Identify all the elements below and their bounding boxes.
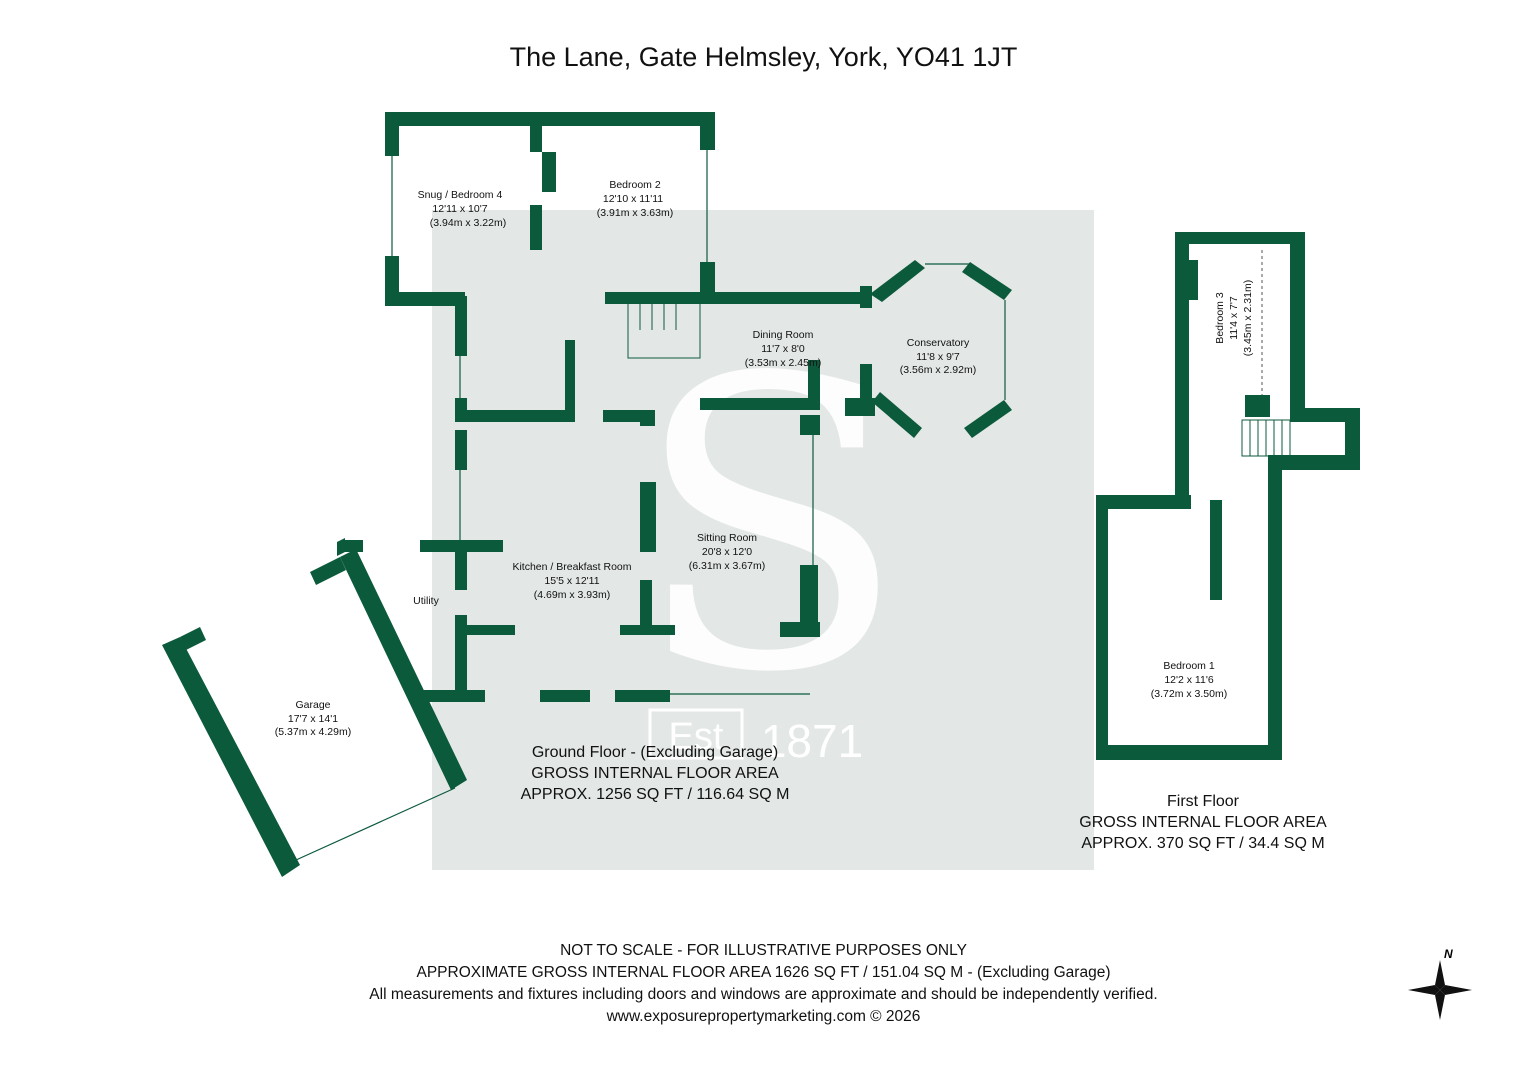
room-conservatory-metric: (3.56m x 2.92m) <box>900 364 976 376</box>
room-sitting-metric: (6.31m x 3.67m) <box>689 560 765 572</box>
room-bedroom3-metric: (3.45m x 2.31m) <box>1242 280 1254 356</box>
first-floor-caption-1: First Floor <box>1167 793 1239 810</box>
room-bedroom2-metric: (3.91m x 3.63m) <box>597 207 673 219</box>
watermark-est-box <box>648 708 744 760</box>
room-conservatory-name: Conservatory <box>907 337 970 349</box>
room-dining-metric: (3.53m x 2.45m) <box>745 357 821 369</box>
ground-floor-area: Ground Floor - (Excluding Garage) GROSS … <box>520 742 790 805</box>
room-garage-metric: (5.37m x 4.29m) <box>275 726 351 738</box>
disclaimer-footer: NOT TO SCALE - FOR ILLUSTRATIVE PURPOSES… <box>0 940 1527 1028</box>
ground-floor-caption-2: GROSS INTERNAL FLOOR AREA <box>531 765 779 782</box>
room-bedroom1-name: Bedroom 1 <box>1163 660 1215 672</box>
footer-line-4: www.exposurepropertymarketing.com © 2026 <box>606 1008 921 1025</box>
first-floor-caption-2: GROSS INTERNAL FLOOR AREA <box>1079 814 1327 831</box>
room-utility-name: Utility <box>413 595 439 607</box>
room-garage-dims: 17'7 x 14'1 <box>288 713 338 725</box>
room-dining-dims: 11'7 x 8'0 <box>761 343 805 355</box>
windows <box>295 150 1260 861</box>
page-title: The Lane, Gate Helmsley, York, YO41 1JT <box>509 42 1018 72</box>
footer-line-3: All measurements and fixtures including … <box>369 986 1158 1003</box>
footer-line-2: APPROXIMATE GROSS INTERNAL FLOOR AREA 16… <box>416 964 1111 981</box>
room-conservatory-dims: 11'8 x 9'7 <box>916 351 960 363</box>
room-bedroom3-dims: 11'4 x 7'7 <box>1228 296 1240 340</box>
room-dining-name: Dining Room <box>753 329 814 341</box>
room-bedroom3-name: Bedroom 3 <box>1214 292 1226 344</box>
room-snug-dims: 12'11 x 10'7 <box>432 203 487 215</box>
room-sitting-dims: 20'8 x 12'0 <box>702 546 752 558</box>
ground-floor-caption-3: APPROX. 1256 SQ FT / 116.64 SQ M <box>520 786 790 803</box>
room-garage-name: Garage <box>295 699 330 711</box>
watermark-year: 1871 <box>761 715 863 767</box>
north-arrow-icon: N <box>1408 947 1472 1020</box>
room-bedroom1-dims: 12'2 x 11'6 <box>1164 674 1214 686</box>
stairs <box>627 299 1291 457</box>
room-snug-name: Snug / Bedroom 4 <box>418 189 503 201</box>
watermark-background <box>432 210 1094 870</box>
room-sitting-name: Sitting Room <box>697 532 757 544</box>
room-kitchen-name: Kitchen / Breakfast Room <box>512 561 631 573</box>
ground-floor-caption-1: Ground Floor - (Excluding Garage) <box>531 744 779 761</box>
room-kitchen-dims: 15'5 x 12'11 <box>544 575 599 587</box>
room-labels: Snug / Bedroom 4 12'11 x 10'7 (3.94m x 3… <box>275 179 1254 738</box>
compass-label: N <box>1444 947 1453 961</box>
watermark-est: Est <box>669 716 724 758</box>
first-floor-caption-3: APPROX. 370 SQ FT / 34.4 SQ M <box>1081 835 1325 852</box>
first-floor-area: First Floor GROSS INTERNAL FLOOR AREA AP… <box>1078 791 1328 854</box>
footer-line-1: NOT TO SCALE - FOR ILLUSTRATIVE PURPOSES… <box>560 942 967 959</box>
room-bedroom2-dims: 12'10 x 11'11 <box>603 193 663 205</box>
room-kitchen-metric: (4.69m x 3.93m) <box>534 589 610 601</box>
walls-ground-floor <box>162 112 1012 877</box>
room-bedroom2-name: Bedroom 2 <box>609 179 661 191</box>
room-snug-metric: (3.94m x 3.22m) <box>430 217 506 229</box>
walls-first-floor <box>1096 232 1360 760</box>
room-bedroom1-metric: (3.72m x 3.50m) <box>1151 688 1227 700</box>
